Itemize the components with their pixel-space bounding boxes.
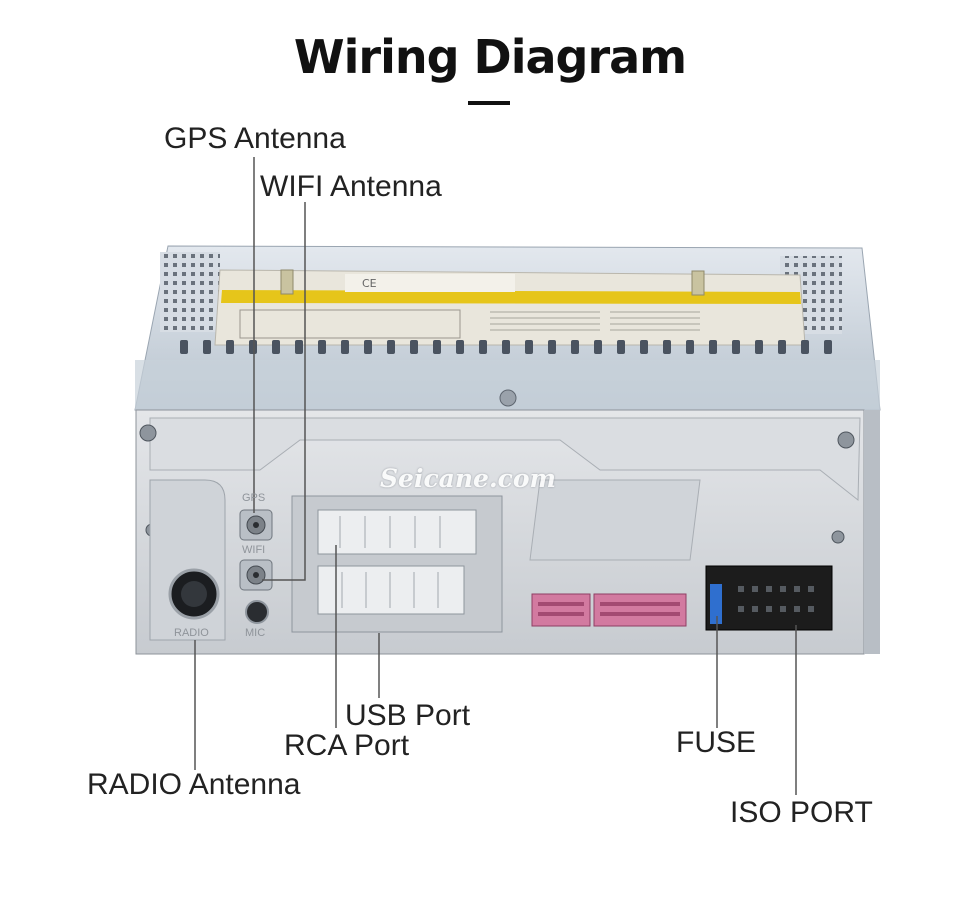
label-gps-antenna: GPS Antenna [164, 122, 346, 155]
diagram-title: Wiring Diagram [293, 30, 687, 84]
gps-marking: GPS [242, 492, 266, 504]
label-fuse: FUSE [676, 726, 757, 759]
label-usb-port: USB Port [345, 699, 471, 732]
label-wifi-antenna: WIFI Antenna [260, 170, 442, 203]
watermark: Seicane.com [380, 464, 557, 493]
title-underline [468, 101, 510, 105]
mic-marking: MIC [245, 627, 266, 639]
leader-lines [194, 157, 797, 795]
label-rca-port: RCA Port [284, 729, 410, 762]
label-iso-port: ISO PORT [730, 796, 873, 829]
label-radio-antenna: RADIO Antenna [87, 768, 301, 801]
rear-faceplate [135, 409, 880, 655]
svg-text:CE: CE [362, 277, 377, 290]
radio-marking: RADIO [174, 627, 209, 639]
wifi-marking: WIFI [242, 544, 266, 556]
top-housing: CE [134, 245, 881, 411]
